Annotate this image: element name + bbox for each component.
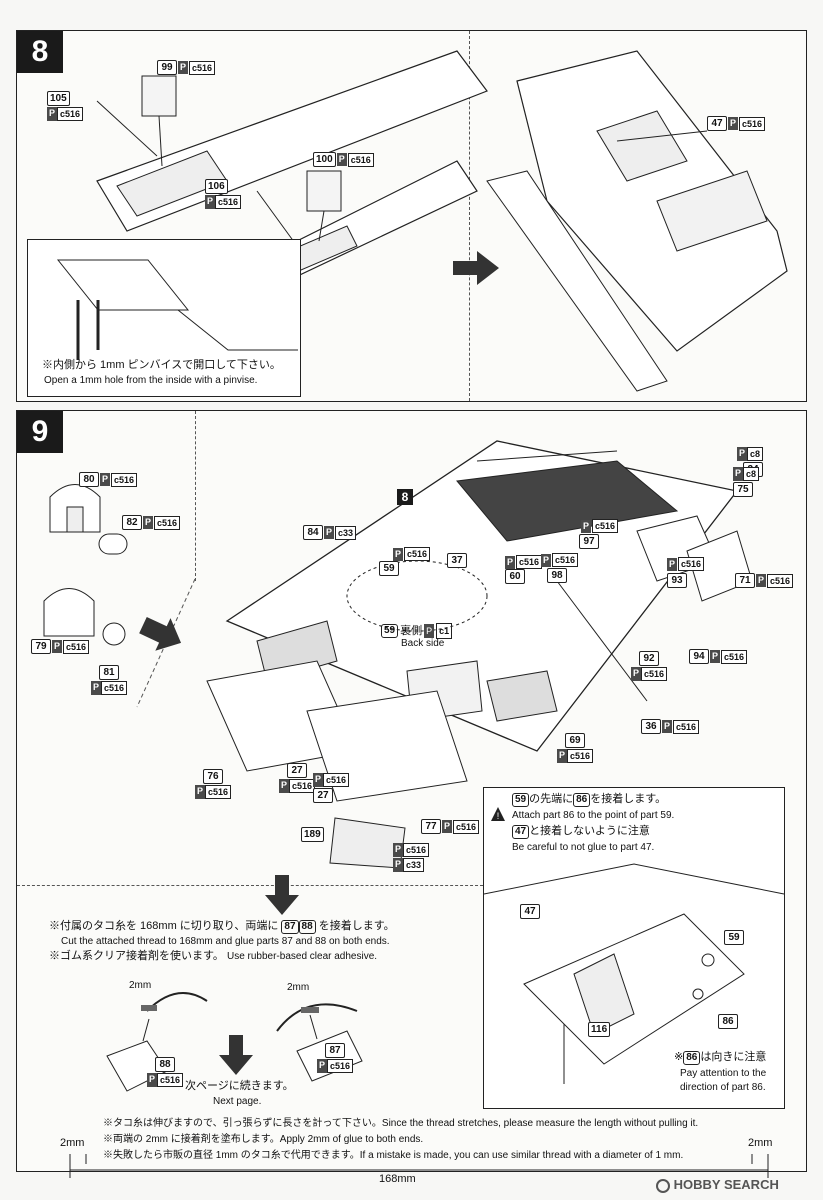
dim-line-drawing [69, 1154, 769, 1178]
part-37-label: 37 [447, 553, 467, 568]
bottom-note-2: ※両端の 2mm に接着剤を塗布します。Apply 2mm of glue to… [103, 1134, 424, 1145]
part-189-label: 189 [301, 827, 324, 842]
thread-en1: Cut the attached thread to 168mm and glu… [61, 936, 390, 947]
step9-sub8-ref: 8 [397, 489, 413, 505]
dim-168mm: 168mm [376, 1172, 419, 1186]
thread-line2: ※ゴム系クリア接着剤を使います。 Use rubber-based clear … [49, 950, 378, 962]
part-97-label: 97 [579, 534, 599, 549]
next-page-en: Next page. [213, 1096, 262, 1107]
part-98-label: 98 [547, 568, 567, 583]
caution-direction-en1: Pay attention to the [680, 1068, 767, 1079]
step8-number: 8 [17, 31, 63, 73]
step8-panel: 8 ※内側から 1mm ピンバイスで開口して下さい。 Open a 1mm ho… [16, 30, 807, 402]
bottom-note-3: ※失敗したら市販の直径 1mm のタコ糸で代用できます。If a mistake… [103, 1150, 684, 1161]
engine-deck-drawing [206, 440, 753, 802]
pinvise-drawing [56, 259, 298, 360]
caution-line2-en: Be careful to not glue to part 47. [512, 842, 655, 853]
caution-part-59: 59 [724, 930, 744, 945]
thread-2mm-left: 2mm [129, 980, 152, 991]
fender-part-79-drawing [43, 588, 95, 637]
part-59-label: 59 [379, 561, 399, 576]
watermark-circle-icon [656, 1178, 670, 1193]
caution-direction-en2: direction of part 86. [680, 1082, 766, 1093]
hobby-search-watermark: HOBBY SEARCH [656, 1178, 779, 1193]
dim-2mm-left: 2mm [60, 1137, 85, 1149]
fender-part-80-drawing [49, 484, 101, 533]
next-page-arrow-icon [219, 1035, 253, 1075]
step8-hull-drawing-right [486, 50, 788, 392]
next-page-jp: 次ページに続きます。 [185, 1080, 294, 1092]
thread-2mm-right: 2mm [287, 982, 310, 993]
warning-icon: ! [491, 807, 505, 821]
step8-note-en: Open a 1mm hole from the inside with a p… [44, 375, 258, 386]
light-part-81-drawing [102, 622, 126, 646]
step8-inset: ※内側から 1mm ピンバイスで開口して下さい。 Open a 1mm hole… [27, 239, 301, 397]
caution-detail-drawing [483, 863, 785, 1084]
subassy-arrow-icon [139, 616, 182, 651]
step8-divider [469, 31, 470, 401]
step9-horizontal-divider [17, 885, 483, 886]
caution-part-86: 86 [718, 1014, 738, 1029]
light-part-82-drawing [98, 533, 128, 555]
caution-part-116: 116 [588, 1022, 611, 1037]
bottom-note-1: ※タコ糸は伸びますので、引っ張らずに長さを計って下さい。Since the th… [103, 1118, 699, 1129]
part-60-label: 60 [505, 569, 525, 584]
caution-part-47: 47 [520, 904, 540, 919]
back-side-en: Back side [401, 638, 445, 649]
part-93-label: 93 [667, 573, 687, 588]
step8-arrow-icon [453, 251, 499, 285]
step8-note-jp: ※内側から 1mm ピンバイスで開口して下さい。 [42, 359, 281, 371]
down-arrow-icon [265, 875, 299, 915]
step9-subassy-divider [195, 411, 196, 581]
caution-line1-en: Attach part 86 to the point of part 59. [512, 810, 675, 821]
dim-2mm-right: 2mm [748, 1137, 773, 1149]
svg-text:!: ! [497, 811, 500, 821]
step9-number: 9 [17, 411, 63, 453]
back-side-label: 59 裏側 P c1 [381, 623, 453, 639]
step8-hull-drawing-left [96, 50, 488, 282]
